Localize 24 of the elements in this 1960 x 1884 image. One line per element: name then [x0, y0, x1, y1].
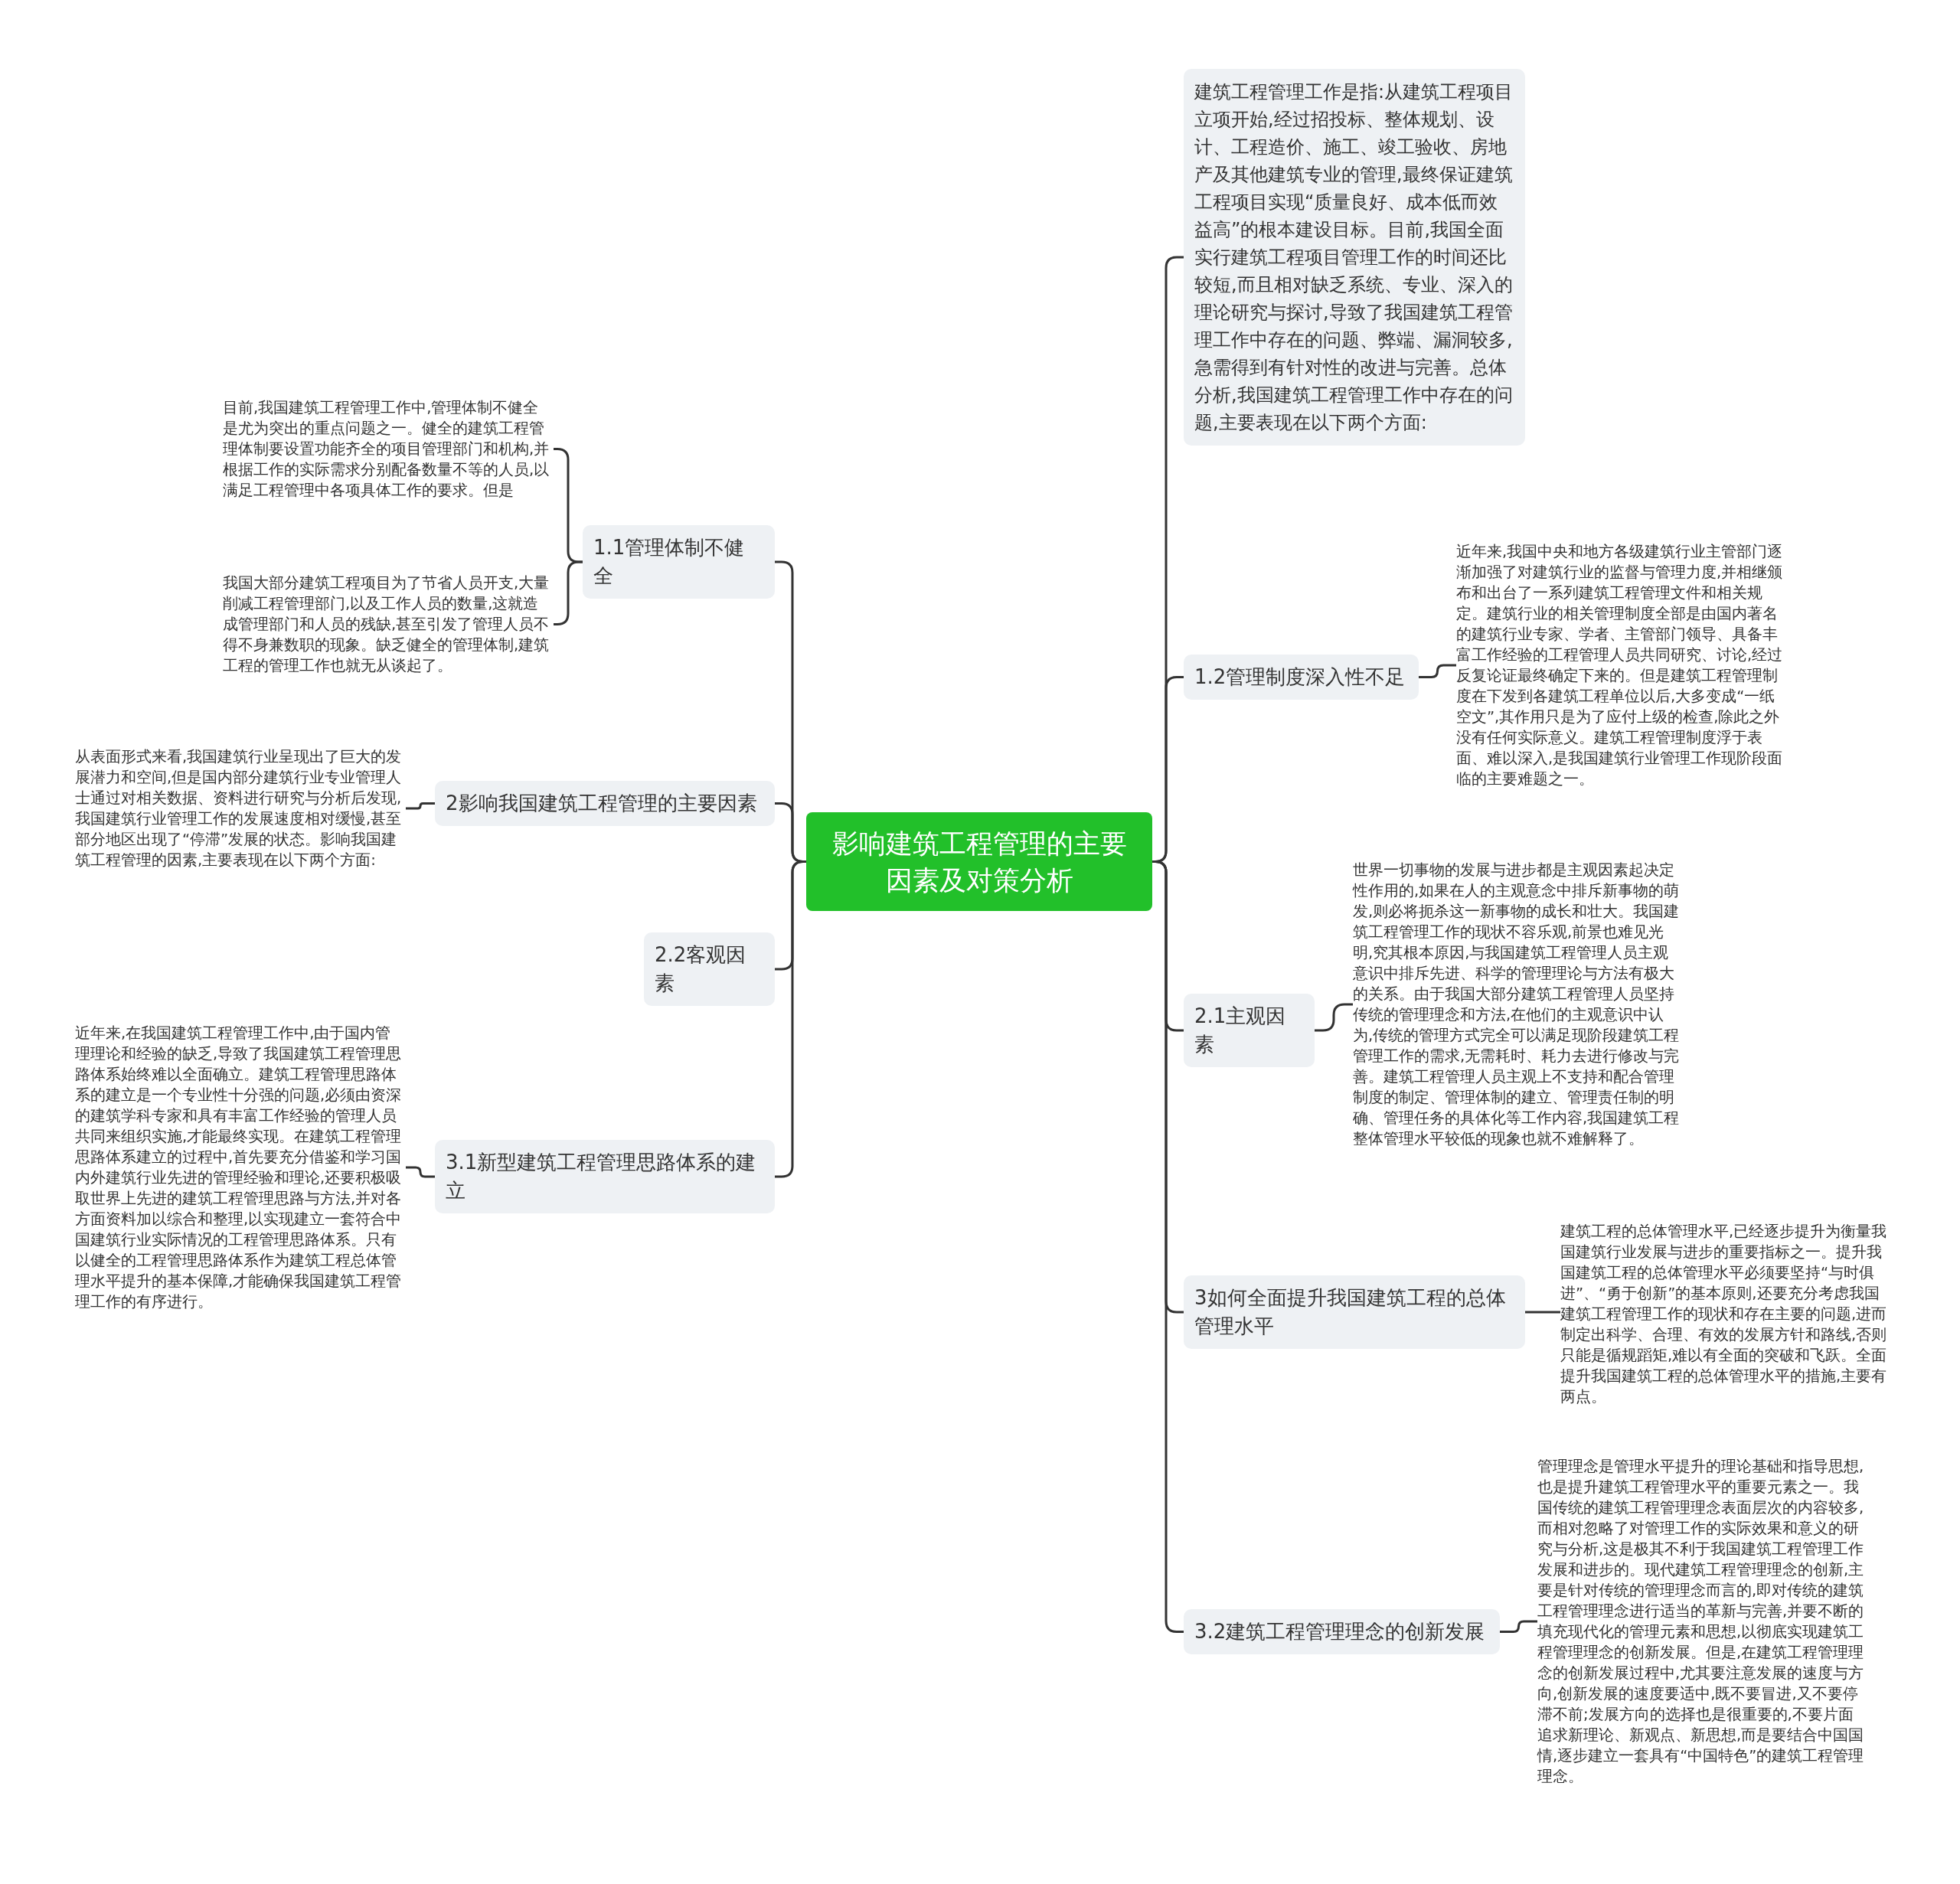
topic-box: 建筑工程管理工作是指:从建筑工程项目立项开始,经过招投标、整体规划、设计、工程造价、施工、竣工验收、房地产及其他建筑专业的管理,最终保证建筑工程项目实现“质量良好、成本低而效益高”的根本建设目标。目前,我国全面实行建筑工程项目管理工作的时间还比较短,而且相对缺乏系统、专业、深入的理论研究与探讨,导致了我国建筑工程管理工作中存在的问题、弊端、漏洞较多,急需得到有针对性的改进与完善。总体分析,我国建筑工程管理工作中存在的问题,主要表现在以下两个方面:: [1184, 69, 1525, 446]
topic-box: 1.2管理制度深入性不足: [1184, 655, 1419, 700]
connector-line: [1419, 664, 1456, 678]
topic-box: 3.2建筑工程管理理念的创新发展: [1184, 1609, 1500, 1654]
topic-box: 2.2客观因素: [644, 932, 775, 1006]
topic-box: 2影响我国建筑工程管理的主要因素: [435, 781, 775, 826]
topic-box: 3.1新型建筑工程管理思路体系的建立: [435, 1140, 775, 1213]
note-text: 世界一切事物的发展与进步都是主观因素起决定性作用的,如果在人的主观意念中排斥新事物的萌发,则必将扼杀这一新事物的成长和壮大。我国建筑工程管理工作的现状不容乐观,前景也难见光明,究其根本原因,与我国建筑工程管理人员主观意识中排斥先进、科学的管理理论与方法有极大的关系。由于我国大部分建筑工程管理人员坚持传统的管理理念和方法,在他们的主观意识中认为,传统的管理方式完全可以满足现阶段建筑工程管理工作的需求,无需耗时、耗力去进行修改与完善。建筑工程管理人员主观上不支持和配合管理制度的制定、管理体制的建立、管理责任制的明确、管理任务的具体化等工作内容,我国建筑工程整体管理水平较低的现象也就不难解释了。: [1353, 860, 1684, 1149]
topic-box: 3如何全面提升我国建筑工程的总体管理水平: [1184, 1275, 1525, 1349]
topic-box: 2.1主观因素: [1184, 994, 1315, 1067]
note-text: 目前,我国建筑工程管理工作中,管理体制不健全是尤为突出的重点问题之一。健全的建筑工程管理体制要设置功能齐全的项目管理部门和机构,并根据工作的实际需求分别配备数量不等的人员,以满足工程管理中各项具体工作的要求。但是: [223, 397, 554, 501]
note-text: 从表面形式来看,我国建筑行业呈现出了巨大的发展潜力和空间,但是国内部分建筑行业专业管理人士通过对相关数据、资料进行研究与分析后发现,我国建筑行业管理工作的发展速度相对缓慢,甚至部分地区出现了“停滞”发展的状态。影响我国建筑工程管理的因素,主要表现在以下两个方面:: [75, 746, 406, 870]
topic-box: 1.1管理体制不健全: [583, 525, 775, 599]
connector-line: [1500, 1620, 1537, 1633]
connector-line: [406, 802, 435, 810]
connector-line: [406, 1166, 435, 1178]
connector-line: [1525, 1311, 1560, 1314]
note-text: 近年来,我国中央和地方各级建筑行业主管部门逐渐加强了对建筑行业的监督与管理力度,并相继颁布和出台了一系列建筑工程管理文件和相关规定。建筑行业的相关管理制度全部是由国内著名的建筑行业专家、学者、主管部门领导、具备丰富工作经验的工程管理人员共同研究、讨论,经过反复论证最终确定下来的。但是建筑工程管理制度在下发到各建筑工程单位以后,大多变成“一纸空文”,其作用只是为了应付上级的检查,除此之外没有任何实际意义。建筑工程管理制度浮于表面、难以深入,是我国建筑行业管理工作现阶段面临的主要难题之一。: [1456, 541, 1787, 789]
central-topic: 影响建筑工程管理的主要因素及对策分析: [806, 812, 1152, 911]
note-text: 我国大部分建筑工程项目为了节省人员开支,大量削减工程管理部门,以及工作人员的数量,这就造成管理部门和人员的残缺,甚至引发了管理人员不得不身兼数职的现象。缺乏健全的管理体制,建筑工程的管理工作也就无从谈起了。: [223, 573, 554, 676]
note-text: 管理理念是管理水平提升的理论基础和指导思想,也是提升建筑工程管理水平的重要元素之一。我国传统的建筑工程管理理念表面层次的内容较多,而相对忽略了对管理工作的实际效果和意义的研究与分析,这是极其不利于我国建筑工程管理工作发展和进步的。现代建筑工程管理理念的创新,主要是针对传统的管理理念而言的,即对传统的建筑工程管理理念进行适当的革新与完善,并要不断的填充现代化的管理元素和思想,以彻底实现建筑工程管理理念的创新发展。但是,在建筑工程管理理念的创新发展过程中,尤其要注意发展的速度与方向,创新发展的速度要适中,既不要冒进,又不要停滞不前;发展方向的选择也是很重要的,不要片面追求新理论、新观点、新思想,而是要结合中国国情,逐步建立一套具有“中国特色”的建筑工程管理理念。: [1537, 1456, 1868, 1787]
connector-line: [1315, 1003, 1353, 1032]
note-text: 近年来,在我国建筑工程管理工作中,由于国内管理理论和经验的缺乏,导致了我国建筑工程管理思路体系始终难以全面确立。建筑工程管理思路体系的建立是一个专业性十分强的问题,必须由资深的建筑学科专家和具有丰富工作经验的管理人员共同来组织实施,才能最终实现。在建筑工程管理思路体系建立的过程中,首先要充分借鉴和学习国内外建筑行业先进的管理经验和理论,还要积极吸取世界上先进的建筑工程管理思路与方法,并对各方面资料加以综合和整理,以实现建立一套符合中国建筑行业实际情况的工程管理思路体系。只有以健全的工程管理思路体系作为建筑工程总体管理水平提升的基本保障,才能确保我国建筑工程管理工作的有序进行。: [75, 1023, 406, 1312]
note-text: 建筑工程的总体管理水平,已经逐步提升为衡量我国建筑行业发展与进步的重要指标之一。提升我国建筑工程的总体管理水平必须要坚持“与时俱进”、“勇于创新”的基本原则,还要充分考虑我国建筑工程管理工作的现状和存在主要的问题,进而制定出科学、合理、有效的发展方针和路线,否则只能是循规蹈矩,难以有全面的突破和飞跃。全面提升我国建筑工程的总体管理水平的措施,主要有两点。: [1560, 1221, 1891, 1407]
